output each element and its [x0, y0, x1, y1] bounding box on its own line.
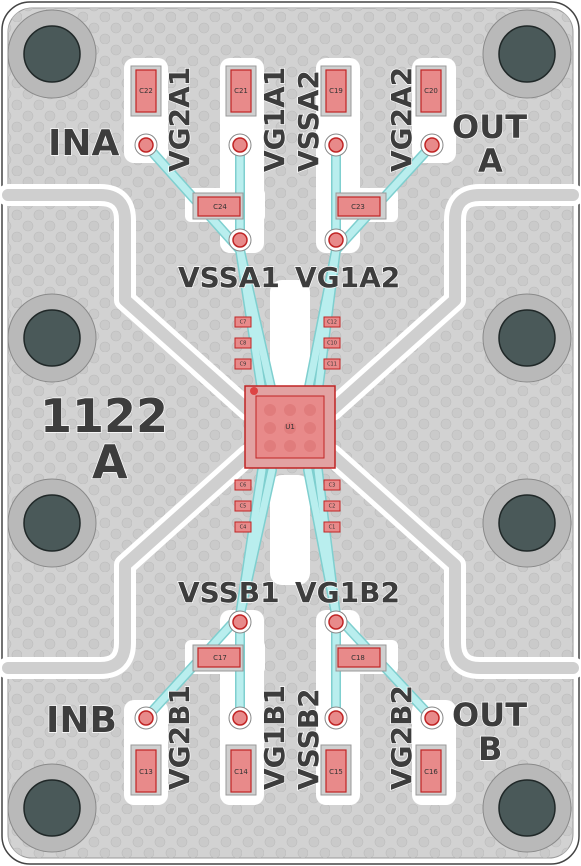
- ref-c6: C6: [240, 483, 247, 489]
- ref-c4: C4: [240, 525, 247, 531]
- label-vg1a2: VG1A2: [295, 261, 400, 294]
- ref-c16: C16: [424, 768, 438, 776]
- label-vssb1: VSSB1: [178, 576, 280, 609]
- label-vssb2: VSSB2: [292, 688, 325, 790]
- ref-c17: C17: [213, 654, 227, 662]
- ref-c11: C11: [327, 362, 337, 368]
- label-inb: INB: [46, 700, 117, 741]
- label-vg1b2: VG1B2: [295, 576, 400, 609]
- ref-c9: C9: [240, 362, 247, 368]
- ic-u1: [244, 385, 336, 469]
- label-out-a-2: A: [478, 142, 503, 180]
- label-vg2a2: VG2A2: [385, 67, 418, 172]
- ref-c1: C1: [329, 525, 336, 531]
- ref-c22: C22: [139, 87, 153, 95]
- ref-c3: C3: [329, 483, 336, 489]
- label-vg1a1: VG1A1: [258, 67, 291, 172]
- ref-c7: C7: [240, 320, 247, 326]
- ref-c5: C5: [240, 504, 247, 510]
- label-board-rev: A: [92, 435, 128, 489]
- capacitor-pads: [130, 65, 447, 796]
- ref-c15: C15: [329, 768, 343, 776]
- ref-c20: C20: [424, 87, 438, 95]
- label-vg2b1: VG2B1: [163, 685, 196, 790]
- label-out-a-1: OUT: [452, 108, 527, 146]
- label-board-id: 1122: [40, 389, 168, 443]
- small-caps: [234, 316, 341, 533]
- ref-c24: C24: [213, 203, 227, 211]
- label-ina: INA: [48, 123, 120, 164]
- ref-c19: C19: [329, 87, 343, 95]
- ref-c8: C8: [240, 341, 247, 347]
- ref-c2: C2: [329, 504, 336, 510]
- label-vssa2: VSSA2: [292, 70, 325, 172]
- ref-c21: C21: [234, 87, 248, 95]
- ref-c12: C12: [327, 320, 337, 326]
- ref-c14: C14: [234, 768, 248, 776]
- rf-lines: [0, 184, 581, 679]
- label-out-b-2: B: [478, 730, 502, 768]
- ref-u1: U1: [285, 423, 295, 431]
- ref-c18: C18: [351, 654, 365, 662]
- ref-c13: C13: [139, 768, 153, 776]
- label-vg2b2: VG2B2: [385, 685, 418, 790]
- bottom-pins: [134, 610, 444, 730]
- label-vg1b1: VG1B1: [258, 685, 291, 790]
- mounting-holes: [7, 9, 572, 853]
- label-vssa1: VSSA1: [178, 261, 280, 294]
- label-out-b-1: OUT: [452, 696, 527, 734]
- top-pins: [134, 133, 444, 252]
- label-vg2a1: VG2A1: [163, 67, 196, 172]
- ref-c10: C10: [327, 341, 337, 347]
- ref-c23: C23: [351, 203, 365, 211]
